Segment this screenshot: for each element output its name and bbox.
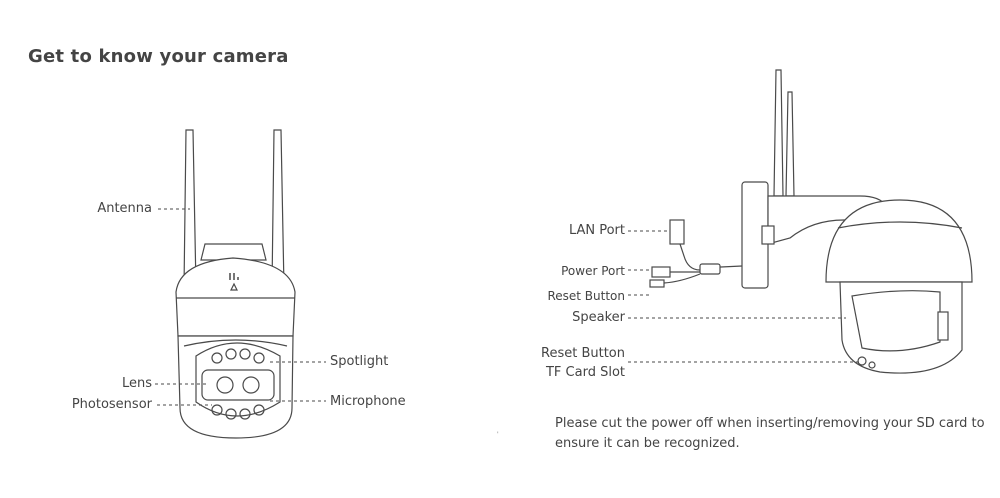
note-line-2: ensure it can be recognized. (555, 436, 740, 451)
tf-card-slot-label: TF Card Slot (545, 365, 625, 380)
page-title: Get to know your camera (28, 46, 289, 67)
camera-front-view (175, 129, 296, 439)
antenna-label: Antenna (97, 201, 152, 216)
power-port-label: Power Port (561, 264, 625, 278)
note-line-1: Please cut the power off when inserting/… (555, 416, 985, 431)
svg-text:': ' (497, 431, 499, 438)
spotlight-label: Spotlight (330, 354, 389, 369)
reset-button-label: Reset Button (541, 346, 625, 361)
camera-side-view (649, 69, 973, 374)
photosensor-label: Photosensor (71, 397, 152, 412)
sd-card-note: Please cut the power off when inserting/… (555, 414, 985, 454)
lens-label: Lens (121, 376, 152, 391)
lan-port-label: LAN Port (568, 223, 625, 238)
speaker-label: Speaker (572, 310, 625, 325)
microphone-label: Microphone (330, 394, 406, 409)
reset-button-cable-label: Reset Button (547, 289, 625, 303)
